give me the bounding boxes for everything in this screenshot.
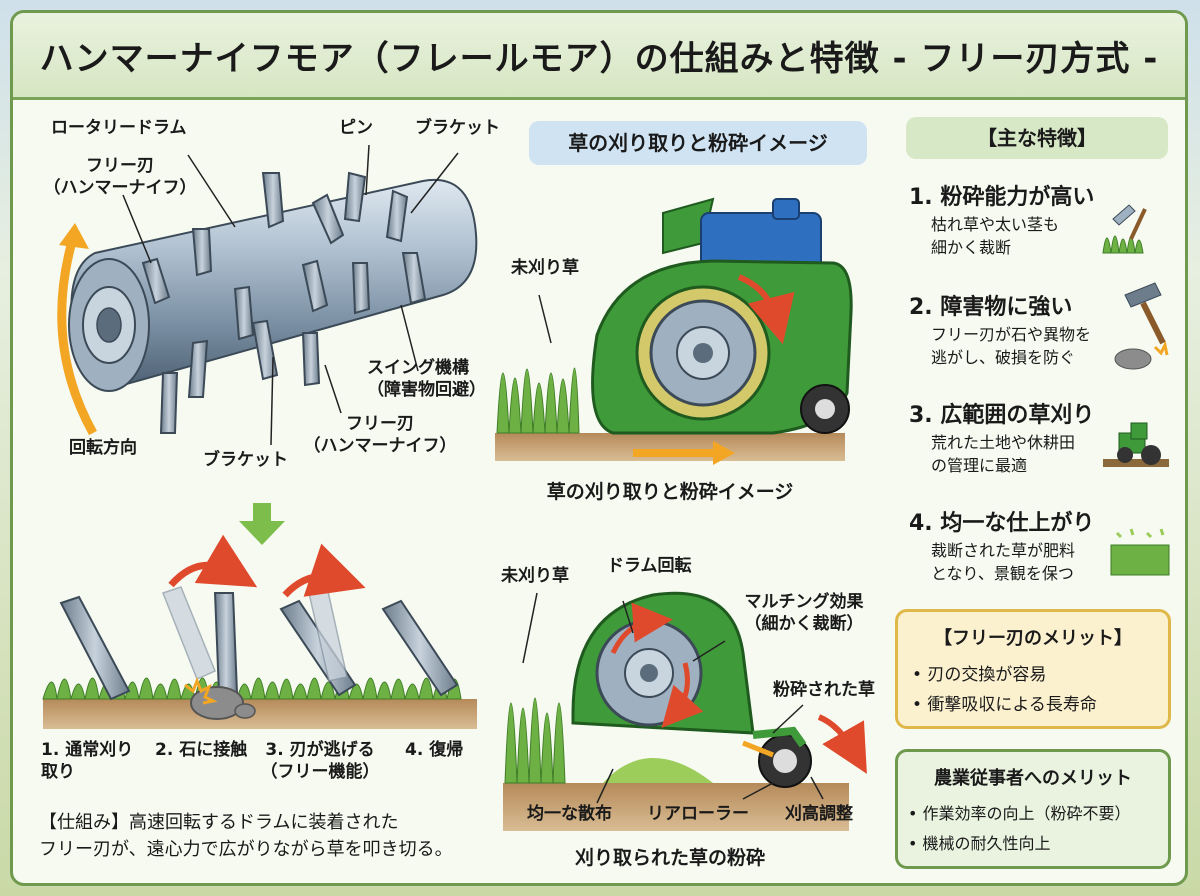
label-free-blade-bottom: フリー刃 （ハンマーナイフ） xyxy=(303,414,457,456)
label-mulching-effect: マルチング効果 （細かく裁断） xyxy=(744,592,864,634)
farmer-item-1: • 作業効率の向上（粉砕不要） xyxy=(908,804,1131,823)
label-even-spread: 均一な散布 xyxy=(527,804,612,824)
lawn-icon xyxy=(1110,528,1170,576)
cross-section xyxy=(503,591,867,831)
free-blade-merit-box: 【フリー刃のメリット】 • 刃の交換が容易 • 衝撃吸収による長寿命 xyxy=(895,609,1171,729)
mechanism-description: 【仕組み】高速回転するドラムに装着された フリー刃が、遠心力で広がりながら草を叩… xyxy=(39,812,453,860)
grass-cut-icon xyxy=(1102,204,1147,254)
bracket-lines xyxy=(122,144,459,446)
label-pin: ピン xyxy=(339,118,373,138)
impact-spark-icon xyxy=(184,676,218,705)
free-blades xyxy=(141,171,427,434)
farmer-item-2: • 機械の耐久性向上 xyxy=(908,834,1051,853)
stone-icon xyxy=(190,686,244,720)
diagram-panel: ハンマーナイフモア（フレールモア）の仕組みと特徴 - フリー刃方式 - xyxy=(10,10,1188,886)
feature-4-title: 4. 均一な仕上がり xyxy=(909,511,1095,536)
label-height-adjust: 刈高調整 xyxy=(785,804,853,824)
merit-item-2: • 衝撃吸収による長寿命 xyxy=(912,695,1097,715)
feature-1-desc: 枯れ草や太い茎も 細かく裁断 xyxy=(931,215,1060,257)
feature-4-desc: 裁断された草が肥料 となり、景観を保つ xyxy=(931,541,1076,583)
step-label-4: 4. 復帰 xyxy=(405,740,464,760)
swing-arrow-2 xyxy=(282,543,366,598)
mower-machine xyxy=(495,197,853,465)
rotary-drum xyxy=(68,179,478,392)
label-crushed-grass: 粉砕された草 xyxy=(773,680,875,700)
caption-middle-top: 草の刈り取りと粉砕イメージ xyxy=(546,481,794,503)
step-label-1: 1. 通常刈り 取り xyxy=(41,740,134,782)
farmer-box-title: 農業従事者へのメリット xyxy=(934,768,1132,789)
page-title: ハンマーナイフモア（フレールモア）の仕組みと特徴 - フリー刃方式 - xyxy=(39,39,1159,79)
title-bar xyxy=(13,13,1185,100)
feature-2-title: 2. 障害物に強い xyxy=(909,295,1073,320)
feature-3-desc: 荒れた土地や休耕田 の管理に最適 xyxy=(931,433,1076,475)
label-free-blade-left: フリー刃 （ハンマーナイフ） xyxy=(43,156,197,198)
step-strip xyxy=(42,534,477,729)
swing-arrow-1 xyxy=(168,534,258,588)
merit-item-1: • 刃の交換が容易 xyxy=(912,665,1047,685)
hammer-stone-icon xyxy=(1114,282,1169,370)
crushing-image-pill: 草の刈り取りと粉砕イメージ xyxy=(529,121,867,165)
feature-3-title: 3. 広範囲の草刈り xyxy=(909,403,1095,428)
label-bracket-top: ブラケット xyxy=(415,118,500,138)
label-rotation-direction: 回転方向 xyxy=(69,438,137,458)
illustration-layer xyxy=(42,144,1170,831)
merit-box-title: 【フリー刃のメリット】 xyxy=(934,628,1132,649)
label-drum-rotation: ドラム回転 xyxy=(607,556,692,576)
caption-middle-bottom: 刈り取られた草の粉砕 xyxy=(574,847,765,869)
label-swing-mechanism: スイング機構 （障害物回避） xyxy=(367,358,486,400)
rotation-arrow xyxy=(57,236,97,436)
label-uncut-grass-top: 未刈り草 xyxy=(511,258,579,278)
rotation-arrowhead xyxy=(59,223,89,249)
travel-arrow xyxy=(633,441,735,465)
features-heading: 【主な特徴】 xyxy=(906,117,1168,159)
label-uncut-grass-bottom: 未刈り草 xyxy=(501,566,569,586)
step-label-2: 2. 石に接触 xyxy=(155,740,248,760)
feature-2-desc: フリー刃が石や異物を 逃がし、破損を防ぐ xyxy=(931,325,1092,367)
farmer-merit-box: 農業従事者へのメリット • 作業効率の向上（粉砕不要） • 機械の耐久性向上 xyxy=(895,749,1171,869)
down-arrow xyxy=(239,503,285,545)
label-rotary-drum: ロータリードラム xyxy=(51,118,187,138)
feature-1-title: 1. 粉砕能力が高い xyxy=(909,185,1095,210)
label-bracket-bottom: ブラケット xyxy=(203,450,288,470)
mulch-pile xyxy=(603,758,713,783)
tractor-icon xyxy=(1103,422,1169,467)
label-rear-roller: リアローラー xyxy=(647,804,749,824)
step-label-3: 3. 刃が逃げる （フリー機能） xyxy=(260,740,380,782)
